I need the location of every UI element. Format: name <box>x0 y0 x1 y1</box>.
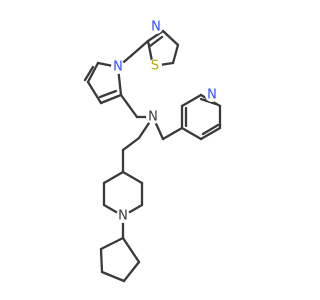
atom-label-amine-n: N <box>148 110 158 125</box>
atom-label-thiazole-s: S <box>151 59 159 74</box>
piperidine-ring <box>102 148 144 240</box>
atom-label-pyridine-n: N <box>207 88 217 103</box>
pyrrole-ring <box>83 53 134 105</box>
atom-labels: N S N N N N <box>111 20 219 224</box>
pyridine-ring <box>161 93 222 141</box>
structure-drawing: N S N N N N <box>83 20 222 283</box>
atom-label-piperidine-n: N <box>118 209 128 224</box>
atom-label-thiazole-n: N <box>151 20 161 35</box>
cyclopentyl-ring <box>99 236 141 283</box>
molecule-diagram: N S N N N N <box>83 20 222 283</box>
atom-label-pyrrole-n: N <box>113 60 123 75</box>
